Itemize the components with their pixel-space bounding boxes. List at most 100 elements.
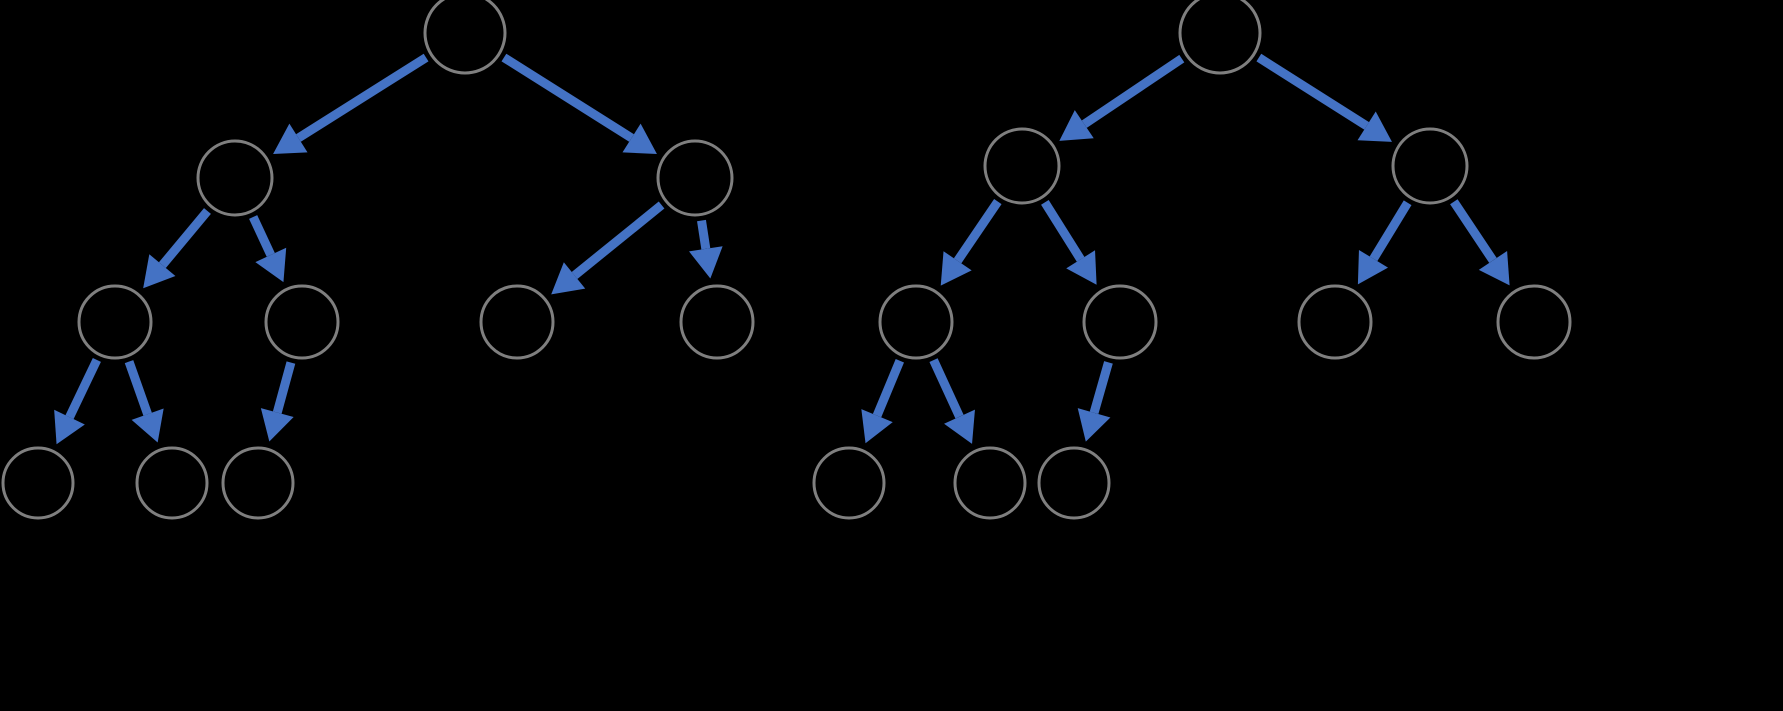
- node-circle[interactable]: [656, 139, 734, 217]
- left-tree-node-root[interactable]: [423, 0, 507, 75]
- right-tree-node-level3-leaf-3[interactable]: [1037, 446, 1111, 520]
- arrowhead-icon: [940, 251, 972, 286]
- node-circle[interactable]: [1, 446, 75, 520]
- edge-shaft: [1256, 53, 1370, 130]
- right-tree-nodes: [812, 0, 1572, 520]
- edge-shaft: [158, 208, 211, 269]
- arrowhead-icon: [255, 247, 287, 283]
- node-circle[interactable]: [953, 446, 1027, 520]
- node-circle[interactable]: [135, 446, 209, 520]
- arrowhead-icon: [131, 408, 164, 443]
- edge-shaft: [65, 357, 101, 420]
- left-tree-edge-node1-to-leaf2: [124, 360, 164, 443]
- node-circle[interactable]: [878, 284, 954, 360]
- left-tree-edge-root-to-level1-left: [273, 53, 429, 154]
- node-circle[interactable]: [983, 127, 1061, 205]
- node-circle[interactable]: [1082, 284, 1158, 360]
- nodes-layer: [1, 0, 1572, 520]
- left-tree-edges: [54, 53, 723, 445]
- arrowhead-icon: [1357, 249, 1389, 285]
- arrowhead-icon: [689, 246, 723, 279]
- left-tree-edge-node2-to-leaf3: [260, 361, 296, 442]
- edge-shaft: [697, 219, 711, 250]
- edge-shaft: [124, 360, 152, 416]
- arrowhead-icon: [944, 409, 975, 444]
- left-tree-node-level3-leaf-1[interactable]: [1, 446, 75, 520]
- right-tree-edge-node1-to-leaf1: [861, 359, 905, 444]
- node-circle[interactable]: [1037, 446, 1111, 520]
- node-circle[interactable]: [1391, 127, 1469, 205]
- left-tree-edge-root-to-level1-right: [501, 53, 657, 154]
- left-tree-node-level1-left[interactable]: [196, 139, 274, 217]
- right-tree-edges: [861, 53, 1510, 444]
- right-tree-node-level1-left[interactable]: [983, 127, 1061, 205]
- edge-shaft: [1450, 199, 1497, 263]
- edge-shaft: [872, 359, 905, 418]
- edges-layer: [54, 53, 1510, 445]
- left-tree-node-level1-right[interactable]: [656, 139, 734, 217]
- edge-shaft: [1041, 200, 1085, 262]
- right-tree-node-level2-node-1[interactable]: [878, 284, 954, 360]
- left-tree-node-level3-leaf-3[interactable]: [221, 446, 295, 520]
- node-circle[interactable]: [679, 284, 755, 360]
- right-tree-edge-root-to-level1-right: [1256, 53, 1392, 142]
- edge-shaft: [571, 201, 665, 279]
- node-circle[interactable]: [423, 0, 507, 75]
- node-circle[interactable]: [479, 284, 555, 360]
- arrowhead-icon: [622, 123, 657, 154]
- edge-shaft: [929, 358, 964, 419]
- arrowhead-icon: [260, 408, 294, 442]
- right-tree-node-level2-node-3[interactable]: [1297, 284, 1373, 360]
- arrowhead-icon: [143, 254, 176, 289]
- node-circle[interactable]: [812, 446, 886, 520]
- arrowhead-icon: [861, 409, 893, 444]
- node-circle[interactable]: [264, 284, 340, 360]
- node-circle[interactable]: [1178, 0, 1262, 75]
- arrowhead-icon: [1066, 250, 1097, 285]
- left-tree-node-level2-node-2[interactable]: [264, 284, 340, 360]
- node-circle[interactable]: [77, 284, 153, 360]
- arrowhead-icon: [551, 262, 586, 295]
- arrowhead-icon: [1059, 110, 1094, 141]
- edge-shaft: [1081, 54, 1185, 128]
- right-tree-node-root[interactable]: [1178, 0, 1262, 75]
- right-tree-node-level3-leaf-2[interactable]: [953, 446, 1027, 520]
- right-tree-node-level2-node-2[interactable]: [1082, 284, 1158, 360]
- arrowhead-icon: [1077, 408, 1111, 442]
- left-tree-node-level3-leaf-2[interactable]: [135, 446, 209, 520]
- left-tree-edge-node1-to-leaf1: [54, 357, 101, 445]
- edge-shaft: [1369, 200, 1412, 262]
- node-circle[interactable]: [221, 446, 295, 520]
- right-tree-edge-node1-to-leaf2: [929, 358, 975, 444]
- right-tree-node-level1-right[interactable]: [1391, 127, 1469, 205]
- left-tree-node-level2-node-1[interactable]: [77, 284, 153, 360]
- right-tree-node-level2-node-4[interactable]: [1496, 284, 1572, 360]
- edge-shaft: [1089, 361, 1113, 415]
- node-circle[interactable]: [1496, 284, 1572, 360]
- arrowhead-icon: [54, 409, 85, 445]
- right-tree-edge-level1left-to-node1: [940, 199, 1002, 286]
- left-tree-edge-level1left-to-node2: [249, 215, 287, 283]
- arrowhead-icon: [1357, 111, 1392, 142]
- edge-shaft: [249, 215, 275, 257]
- node-circle[interactable]: [196, 139, 274, 217]
- left-tree-node-level2-node-3[interactable]: [479, 284, 555, 360]
- right-tree-edge-level1right-to-node3: [1357, 200, 1412, 285]
- left-tree-node-level2-node-4[interactable]: [679, 284, 755, 360]
- arrowhead-icon: [273, 123, 308, 154]
- right-tree-edge-level1right-to-node4: [1450, 199, 1510, 286]
- edge-shaft: [501, 53, 634, 142]
- right-tree-node-level3-leaf-1[interactable]: [812, 446, 886, 520]
- right-tree-edge-root-to-level1-left: [1059, 54, 1185, 141]
- arrowhead-icon: [1478, 251, 1510, 286]
- left-tree-edge-level1right-to-node4: [689, 219, 723, 279]
- node-circle[interactable]: [1297, 284, 1373, 360]
- left-tree-nodes: [1, 0, 755, 520]
- edge-shaft: [296, 53, 429, 142]
- edge-shaft: [953, 199, 1002, 264]
- left-tree-edge-level1left-to-node1: [143, 208, 211, 289]
- right-tree-edge-level1left-to-node2: [1041, 200, 1097, 285]
- right-tree-edge-node2-to-leaf3: [1077, 361, 1113, 442]
